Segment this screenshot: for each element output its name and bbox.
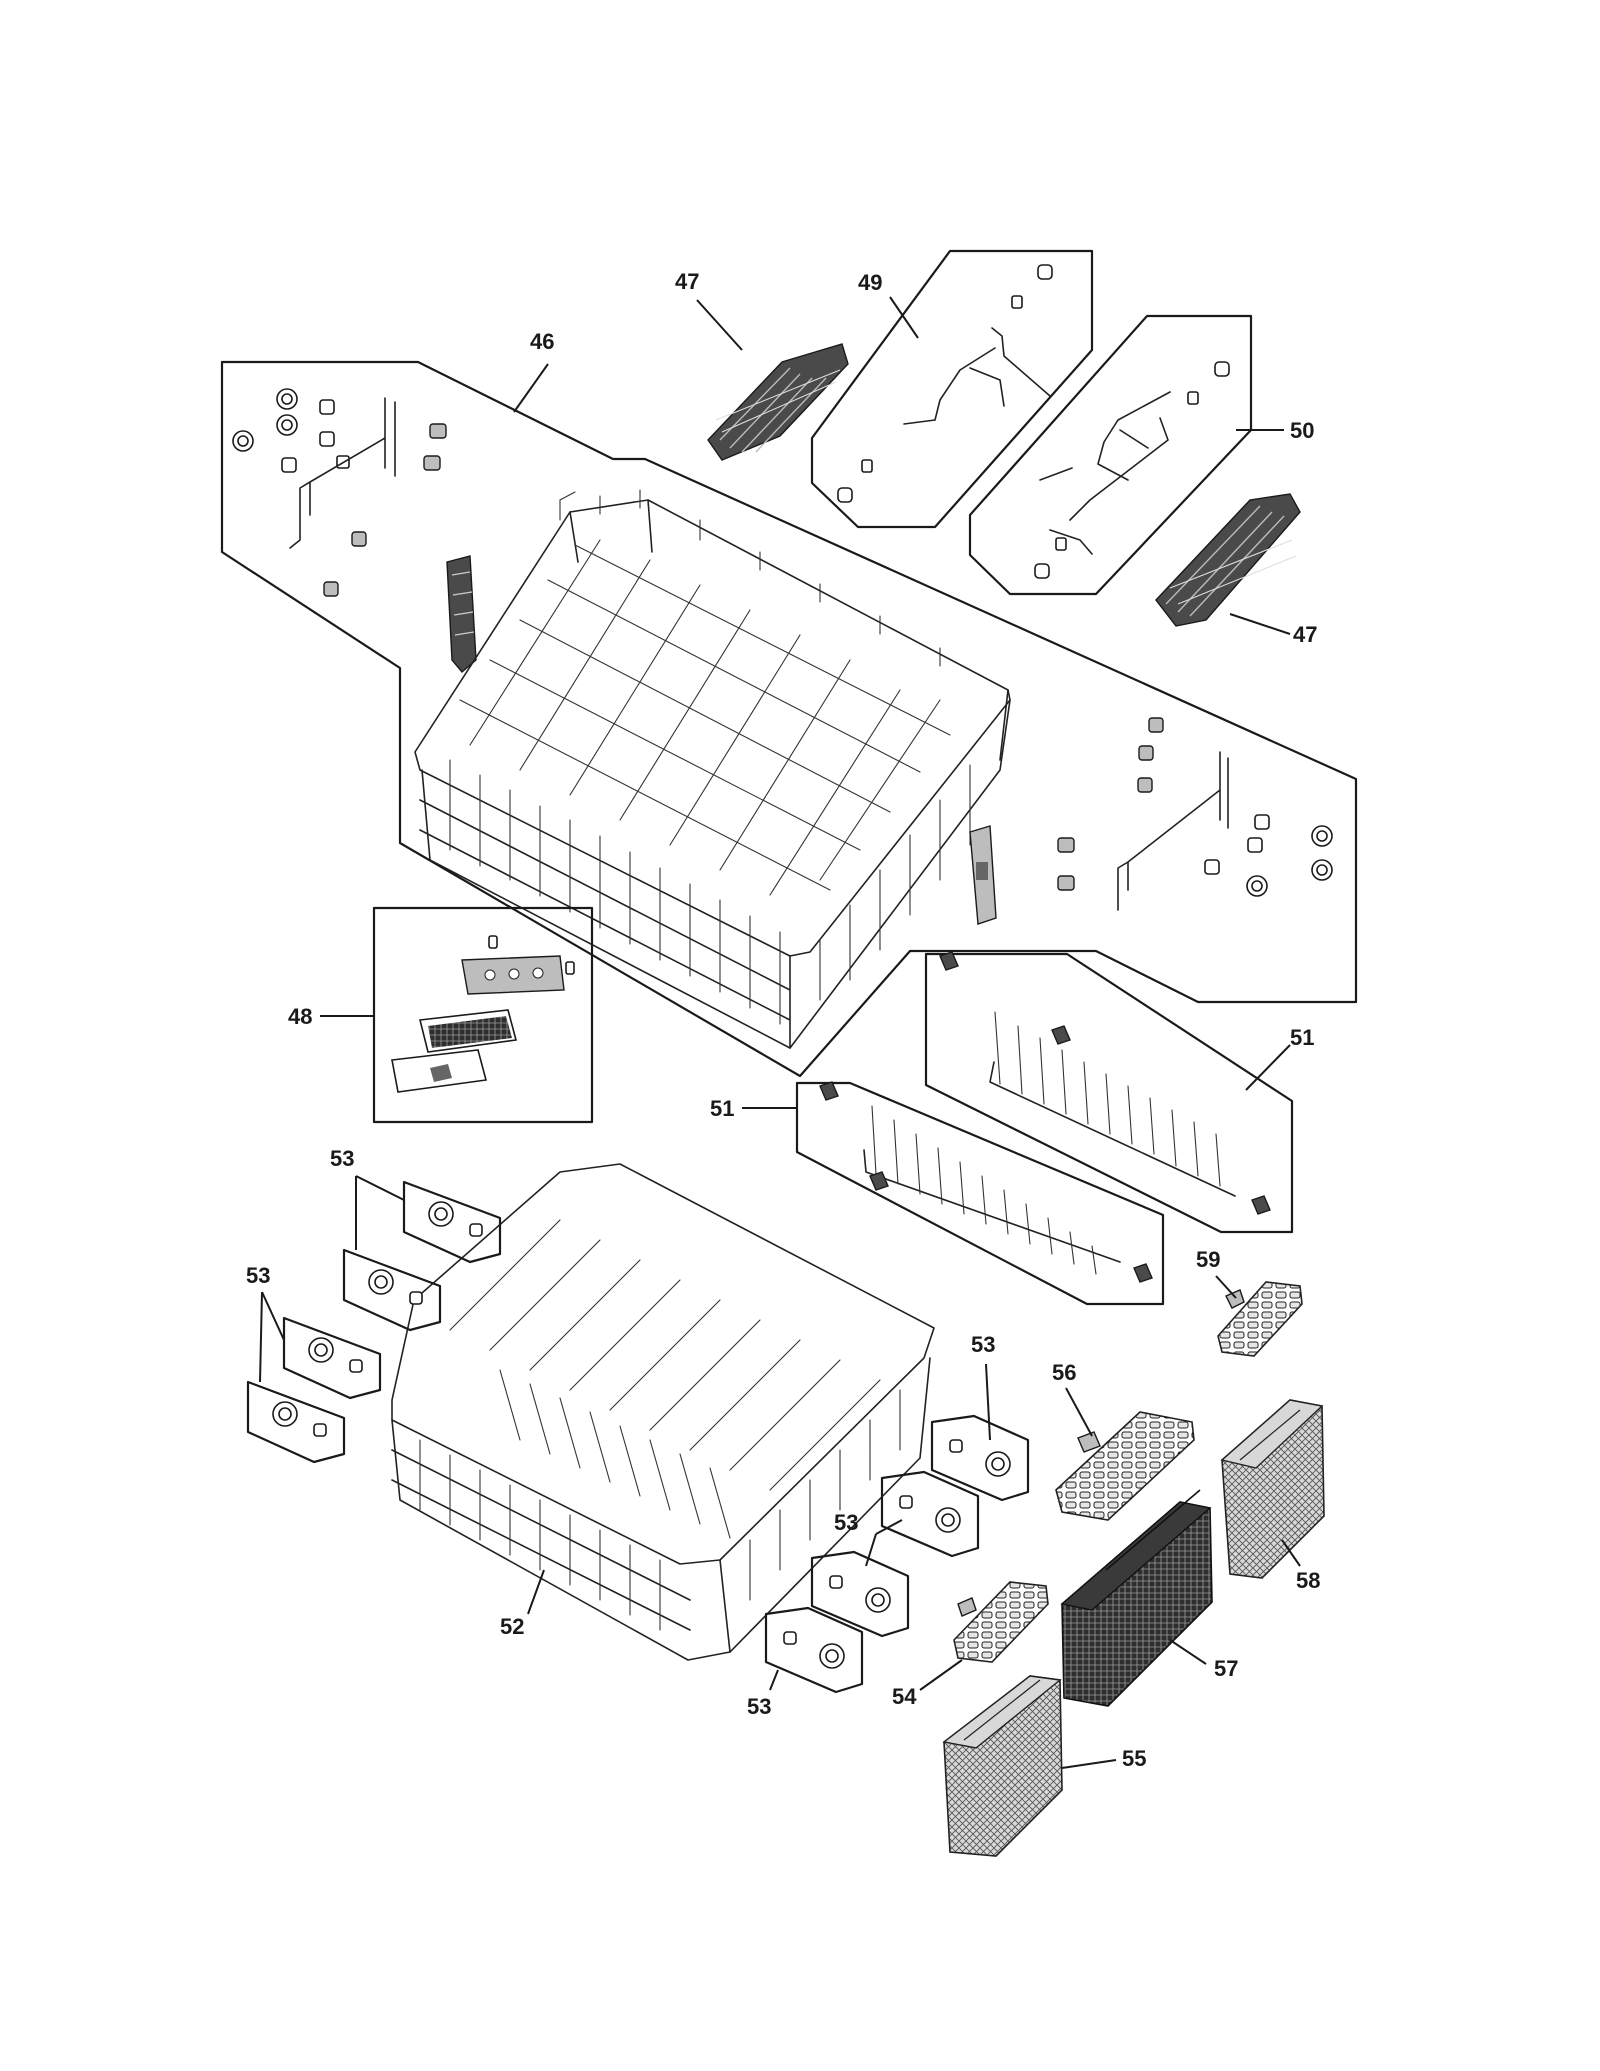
callout-53-middle: 53 [834, 1510, 903, 1567]
callout-53-top-left: 53 [330, 1146, 405, 1250]
callout-51-left: 51 [710, 1096, 797, 1121]
callout-53-bottom: 53 [747, 1669, 779, 1719]
wheel-panel-53-left-1 [402, 1180, 502, 1264]
callout-56: 56 [1052, 1360, 1093, 1437]
callout-47-right-label: 47 [1293, 622, 1317, 647]
callout-58: 58 [1281, 1539, 1320, 1593]
callout-59-label: 59 [1196, 1247, 1220, 1272]
callout-53-left-label: 53 [246, 1263, 270, 1288]
callout-55-label: 55 [1122, 1746, 1146, 1771]
callout-50: 50 [1236, 418, 1314, 443]
callout-59: 59 [1196, 1247, 1237, 1299]
callout-52: 52 [500, 1569, 545, 1639]
callout-58-label: 58 [1296, 1568, 1320, 1593]
callout-49-label: 49 [858, 270, 882, 295]
panel-48 [372, 906, 594, 1124]
callout-55: 55 [1061, 1746, 1146, 1771]
callout-53-right: 53 [971, 1332, 995, 1441]
panel-51-right [924, 951, 1294, 1234]
callout-51-right: 51 [1245, 1025, 1314, 1091]
panel-49 [810, 249, 1094, 529]
wheel-panel-53-right-4 [764, 1606, 864, 1694]
callout-53-middle-label: 53 [834, 1510, 858, 1535]
basket-lid-part-54 [953, 1581, 1049, 1663]
cup-shelf-part-47-right [1155, 493, 1301, 627]
basket-lid-part-59 [1217, 1281, 1303, 1357]
cup-shelf-part-47-top [707, 343, 849, 461]
fold-down-tine-part [446, 555, 477, 673]
upper-rack-panel-46 [220, 360, 1358, 1078]
wheel-panel-53-right-3 [810, 1550, 910, 1638]
callout-54: 54 [892, 1659, 963, 1709]
callout-52-label: 52 [500, 1614, 524, 1639]
upper-rack-small-parts-right [1057, 717, 1333, 911]
rack-clip-plate [969, 825, 997, 925]
silverware-basket-part-57 [1060, 1489, 1213, 1707]
wheel-panel-53-right-2 [880, 1470, 980, 1558]
callout-50-label: 50 [1290, 418, 1314, 443]
callout-54-label: 54 [892, 1684, 917, 1709]
callout-46-label: 46 [530, 329, 554, 354]
callout-49: 49 [858, 270, 919, 339]
cutlery-tray-part-56 [1055, 1411, 1195, 1521]
wheel-panel-53-right-1 [930, 1414, 1030, 1502]
callout-57: 57 [1169, 1639, 1238, 1681]
wheel-panel-53-left-2 [342, 1248, 442, 1332]
callout-46: 46 [513, 329, 554, 413]
lower-dish-rack [391, 1163, 935, 1661]
upper-rack-small-parts-left [232, 388, 447, 597]
silverware-basket-part-58 [1220, 1399, 1325, 1579]
callout-47-right: 47 [1229, 613, 1317, 647]
wheel-panel-53-left-3 [282, 1316, 382, 1400]
callout-48: 48 [288, 1004, 374, 1029]
callout-53-bottom-label: 53 [747, 1694, 771, 1719]
callout-56-label: 56 [1052, 1360, 1076, 1385]
callout-51-left-label: 51 [710, 1096, 734, 1121]
wheel-panel-53-left-4 [246, 1380, 346, 1464]
callout-57-label: 57 [1214, 1656, 1238, 1681]
callout-53-top-left-label: 53 [330, 1146, 354, 1171]
callout-47-top: 47 [675, 269, 743, 351]
panel-51-left [795, 1081, 1165, 1306]
callout-47-top-label: 47 [675, 269, 699, 294]
silverware-basket-part-55 [942, 1675, 1063, 1857]
callout-48-label: 48 [288, 1004, 312, 1029]
panel-50 [968, 314, 1253, 596]
callout-53-left: 53 [246, 1263, 285, 1383]
callout-53-right-label: 53 [971, 1332, 995, 1357]
upper-dish-rack [414, 489, 1011, 1049]
callout-51-right-label: 51 [1290, 1025, 1314, 1050]
